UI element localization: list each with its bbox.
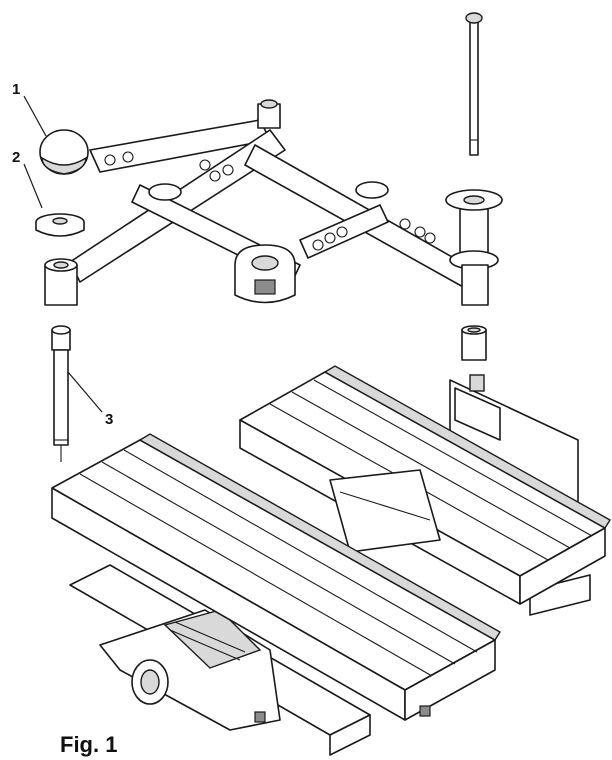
left-pivot-sleeve xyxy=(44,258,78,306)
ball-knob xyxy=(39,129,89,175)
tracer-spool xyxy=(445,189,503,306)
front-compound-table xyxy=(51,433,501,756)
figure-caption: Fig. 1 xyxy=(60,732,118,757)
callout-3: 3 xyxy=(67,371,113,428)
bushing xyxy=(461,325,487,361)
callout-3-label: 3 xyxy=(105,411,113,428)
tracer-pin xyxy=(51,325,71,462)
callout-1-label: 1 xyxy=(12,81,20,98)
callout-1: 1 xyxy=(12,81,47,137)
center-clamp-collar xyxy=(234,244,296,304)
stylus-rod xyxy=(465,12,483,156)
rear-compound-table xyxy=(239,365,611,616)
washer-disc xyxy=(35,213,85,237)
callout-2: 2 xyxy=(12,149,43,209)
callout-2-label: 2 xyxy=(12,149,20,166)
